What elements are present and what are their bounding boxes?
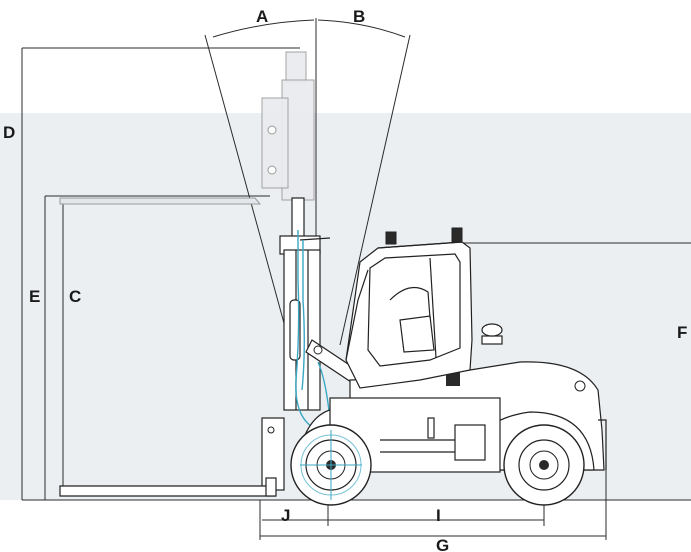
raised-mast-ghost	[59, 51, 315, 205]
label-C: C	[69, 287, 81, 306]
label-I: I	[436, 506, 441, 525]
label-D: D	[3, 123, 15, 142]
cab	[345, 227, 473, 389]
mast	[279, 197, 361, 431]
label-F: F	[677, 323, 687, 342]
label-E: E	[29, 287, 40, 306]
fork	[59, 417, 285, 497]
rear-wheel	[503, 424, 585, 506]
label-B: B	[353, 7, 365, 26]
label-J: J	[281, 506, 290, 525]
label-G: G	[436, 536, 449, 552]
label-A: A	[256, 7, 268, 26]
